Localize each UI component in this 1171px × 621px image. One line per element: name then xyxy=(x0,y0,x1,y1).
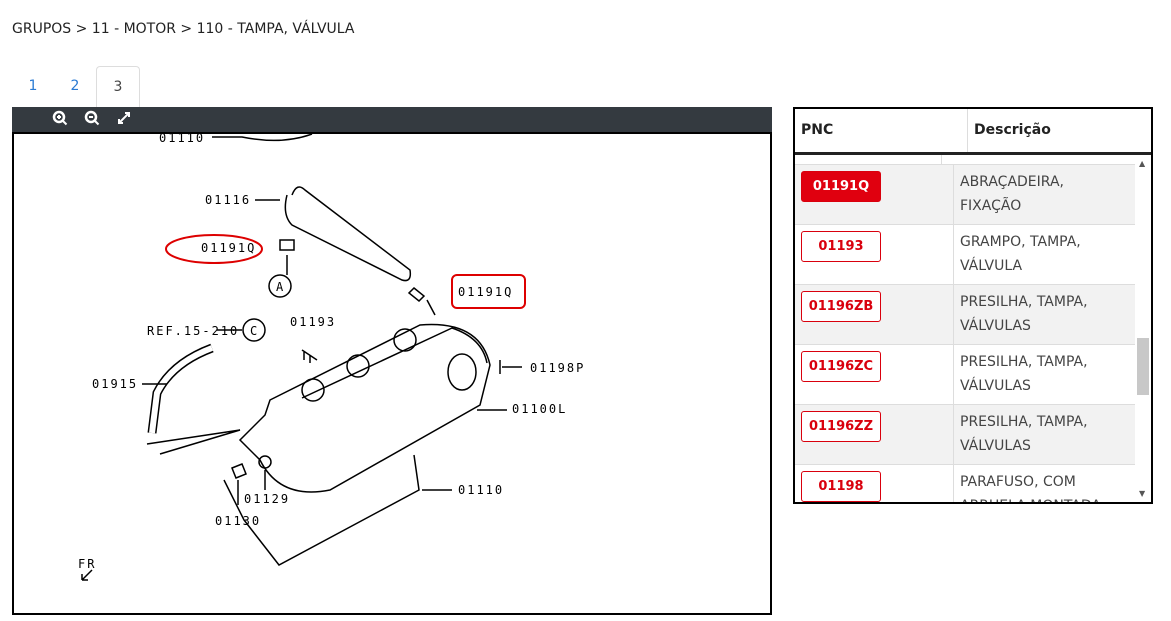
label-01110-top: 01110 xyxy=(159,134,205,145)
label-fr: FR xyxy=(78,557,96,571)
scroll-up-icon[interactable]: ▲ xyxy=(1139,159,1146,168)
diagram-tabs: 1 2 3 xyxy=(12,66,140,107)
table-row[interactable]: 01198 PARAFUSO, COM ARRUELA MONTADA, AÇO … xyxy=(795,465,1135,502)
table-row-partial xyxy=(795,155,1135,165)
label-01915: 01915 xyxy=(92,377,138,391)
label-01191q-right[interactable]: 01191Q xyxy=(458,285,513,299)
scroll-down-icon[interactable]: ▼ xyxy=(1139,489,1146,498)
header-pnc: PNC xyxy=(795,109,968,152)
pnc-button[interactable]: 01196ZB xyxy=(801,291,881,322)
pnc-button[interactable]: 01198 xyxy=(801,471,881,502)
description: PRESILHA, TAMPA, VÁLVULAS xyxy=(960,354,1088,394)
table-row[interactable]: 01193 GRAMPO, TAMPA, VÁLVULA xyxy=(795,225,1135,285)
label-01191q-left[interactable]: 01191Q xyxy=(201,241,256,255)
description: PARAFUSO, COM ARRUELA MONTADA, AÇO BAIXO… xyxy=(960,474,1105,502)
tab-3[interactable]: 3 xyxy=(96,66,140,107)
description: PRESILHA, TAMPA, VÁLVULAS xyxy=(960,294,1088,334)
label-a: A xyxy=(276,280,285,294)
parts-table: PNC Descrição 01191Q ABRAÇADEIRA, FIXAÇÃO… xyxy=(793,107,1153,504)
label-01130: 01130 xyxy=(215,514,261,528)
label-01129: 01129 xyxy=(244,492,290,506)
valve-cover-drawing: 01110 01116 01191Q A 01191Q REF.15-210 C… xyxy=(78,134,585,581)
table-row[interactable]: 01196ZC PRESILHA, TAMPA, VÁLVULAS xyxy=(795,345,1135,405)
label-01198p[interactable]: 01198P xyxy=(530,361,585,375)
table-body: 01191Q ABRAÇADEIRA, FIXAÇÃO 01193 GRAMPO, … xyxy=(795,155,1135,502)
label-ref: REF.15-210 xyxy=(147,324,239,338)
breadcrumb: GRUPOS > 11 - MOTOR > 110 - TAMPA, VÁLVU… xyxy=(12,21,355,37)
table-row[interactable]: 01191Q ABRAÇADEIRA, FIXAÇÃO xyxy=(795,165,1135,225)
zoom-out-icon[interactable] xyxy=(82,110,102,130)
parts-diagram[interactable]: 01110 01116 01191Q A 01191Q REF.15-210 C… xyxy=(12,132,772,615)
diagram-viewer: 01110 01116 01191Q A 01191Q REF.15-210 C… xyxy=(12,107,772,615)
zoom-in-icon[interactable] xyxy=(50,110,70,130)
pnc-button[interactable]: 01196ZC xyxy=(801,351,881,382)
description: ABRAÇADEIRA, FIXAÇÃO xyxy=(960,174,1064,214)
label-01116: 01116 xyxy=(205,193,251,207)
pnc-button[interactable]: 01193 xyxy=(801,231,881,262)
tab-2[interactable]: 2 xyxy=(70,78,80,94)
table-scrollbar[interactable]: ▲ ▼ xyxy=(1135,155,1151,502)
expand-icon[interactable] xyxy=(114,110,134,130)
viewer-toolbar xyxy=(12,107,772,133)
scrollbar-thumb[interactable] xyxy=(1137,338,1149,395)
table-header: PNC Descrição xyxy=(795,109,1151,155)
description: PRESILHA, TAMPA, VÁLVULAS xyxy=(960,414,1088,454)
pnc-button[interactable]: 01196ZZ xyxy=(801,411,881,442)
pnc-button[interactable]: 01191Q xyxy=(801,171,881,202)
description: GRAMPO, TAMPA, VÁLVULA xyxy=(960,234,1081,274)
table-row[interactable]: 01196ZZ PRESILHA, TAMPA, VÁLVULAS xyxy=(795,405,1135,465)
label-c: C xyxy=(250,324,259,338)
table-row[interactable]: 01196ZB PRESILHA, TAMPA, VÁLVULAS xyxy=(795,285,1135,345)
label-01193[interactable]: 01193 xyxy=(290,315,336,329)
label-01110: 01110 xyxy=(458,483,504,497)
header-description: Descrição xyxy=(974,122,1051,138)
label-01100l: 01100L xyxy=(512,402,567,416)
tab-1[interactable]: 1 xyxy=(28,78,38,94)
